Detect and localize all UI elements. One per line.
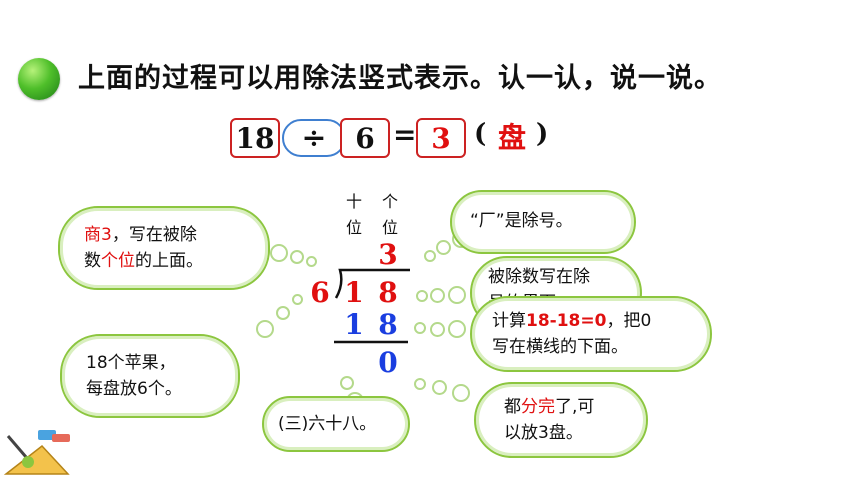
ones-header: 个 — [382, 192, 399, 211]
cloud-line: 每盘放6个。 — [86, 379, 182, 399]
dividend-ones-digit: 8 — [378, 276, 398, 309]
text: 的上面。 — [135, 251, 203, 271]
cloud-line: 数个位的上面。 — [84, 248, 268, 274]
page-title: 上面的过程可以用除法竖式表示。认一认，说一说。 — [78, 63, 722, 94]
remainder-digit: 0 — [378, 346, 398, 379]
text: ，写在被除 — [111, 225, 197, 245]
cloud-apples-note: 18个苹果， 每盘放6个。 — [60, 334, 240, 418]
text: 了,可 — [555, 397, 595, 417]
result-box: 3 — [416, 118, 466, 158]
cloud-line: 计算18-18=0，把0 — [492, 308, 710, 334]
thought-bubble — [424, 250, 436, 262]
thought-bubble — [416, 290, 428, 302]
red-text: 分完 — [521, 397, 555, 417]
divide-operator-box: ÷ — [282, 119, 346, 157]
thought-bubble — [436, 240, 451, 255]
dividend-tens-digit: 1 — [344, 276, 364, 309]
unit-value: 盘 — [497, 121, 526, 154]
text: 都 — [504, 397, 521, 417]
text: 计算 — [492, 311, 526, 331]
cloud-line: 被除数写在除 — [488, 267, 590, 287]
unit-close-paren: ) — [536, 119, 549, 149]
cloud-line: 18个苹果， — [86, 353, 176, 373]
equals-sign: = — [393, 118, 417, 151]
quotient-digit: 3 — [378, 238, 398, 271]
thought-bubble — [448, 286, 466, 304]
divide-operator: ÷ — [301, 120, 327, 156]
divisor-value: 6 — [355, 121, 375, 155]
thought-bubble — [292, 294, 303, 305]
red-text: 商3 — [84, 225, 112, 245]
cloud-line: “厂”是除号。 — [470, 211, 573, 231]
thought-bubble — [432, 380, 447, 395]
dividend-box: 18 — [230, 118, 280, 158]
divisor-digit: 6 — [310, 276, 330, 309]
unit-open-paren: ( — [474, 119, 487, 149]
tens-header: 十 — [346, 192, 363, 211]
red-text: 18-18=0 — [526, 311, 607, 331]
thought-bubble — [452, 384, 470, 402]
thought-bubble — [270, 244, 288, 262]
thought-bubble — [414, 378, 426, 390]
green-bullet-icon — [18, 58, 60, 100]
text: 数 — [84, 251, 101, 271]
cloud-line: 都分完了,可 — [504, 394, 646, 420]
thought-bubble — [340, 376, 354, 390]
unit-box: 盘 — [490, 118, 534, 154]
thought-bubble — [414, 322, 426, 334]
cloud-quotient-note: 商3，写在被除 数个位的上面。 — [58, 206, 270, 290]
red-text: 个位 — [101, 251, 135, 271]
product-tens-digit: 1 — [344, 308, 364, 341]
cloud-line: 以放3盘。 — [504, 423, 583, 443]
cloud-chant-note: (三)六十八。 — [262, 396, 410, 452]
cloud-sign-note: “厂”是除号。 — [450, 190, 636, 254]
cloud-line: 商3，写在被除 — [84, 222, 268, 248]
dividend-value: 18 — [235, 121, 275, 155]
thought-bubble — [430, 288, 445, 303]
thought-bubble — [290, 250, 304, 264]
cloud-line: (三)六十八。 — [278, 414, 377, 434]
thought-bubble — [430, 322, 445, 337]
cloud-calc-note: 计算18-18=0，把0 写在横线的下面。 — [470, 296, 712, 372]
thought-bubble — [306, 256, 317, 267]
thought-bubble — [276, 306, 290, 320]
thought-bubble — [256, 320, 274, 338]
result-value: 3 — [431, 121, 451, 155]
math-tools-icon — [3, 430, 70, 475]
product-ones-digit: 8 — [378, 308, 398, 341]
thought-bubble — [448, 320, 466, 338]
division-bracket — [334, 268, 410, 344]
tens-header-2: 位 — [346, 218, 363, 237]
ones-header-2: 位 — [382, 218, 399, 237]
cloud-done-note: 都分完了,可 以放3盘。 — [474, 382, 648, 458]
divisor-box: 6 — [340, 118, 390, 158]
text: ，把0 — [606, 311, 652, 331]
cloud-line: 写在横线的下面。 — [492, 337, 628, 357]
